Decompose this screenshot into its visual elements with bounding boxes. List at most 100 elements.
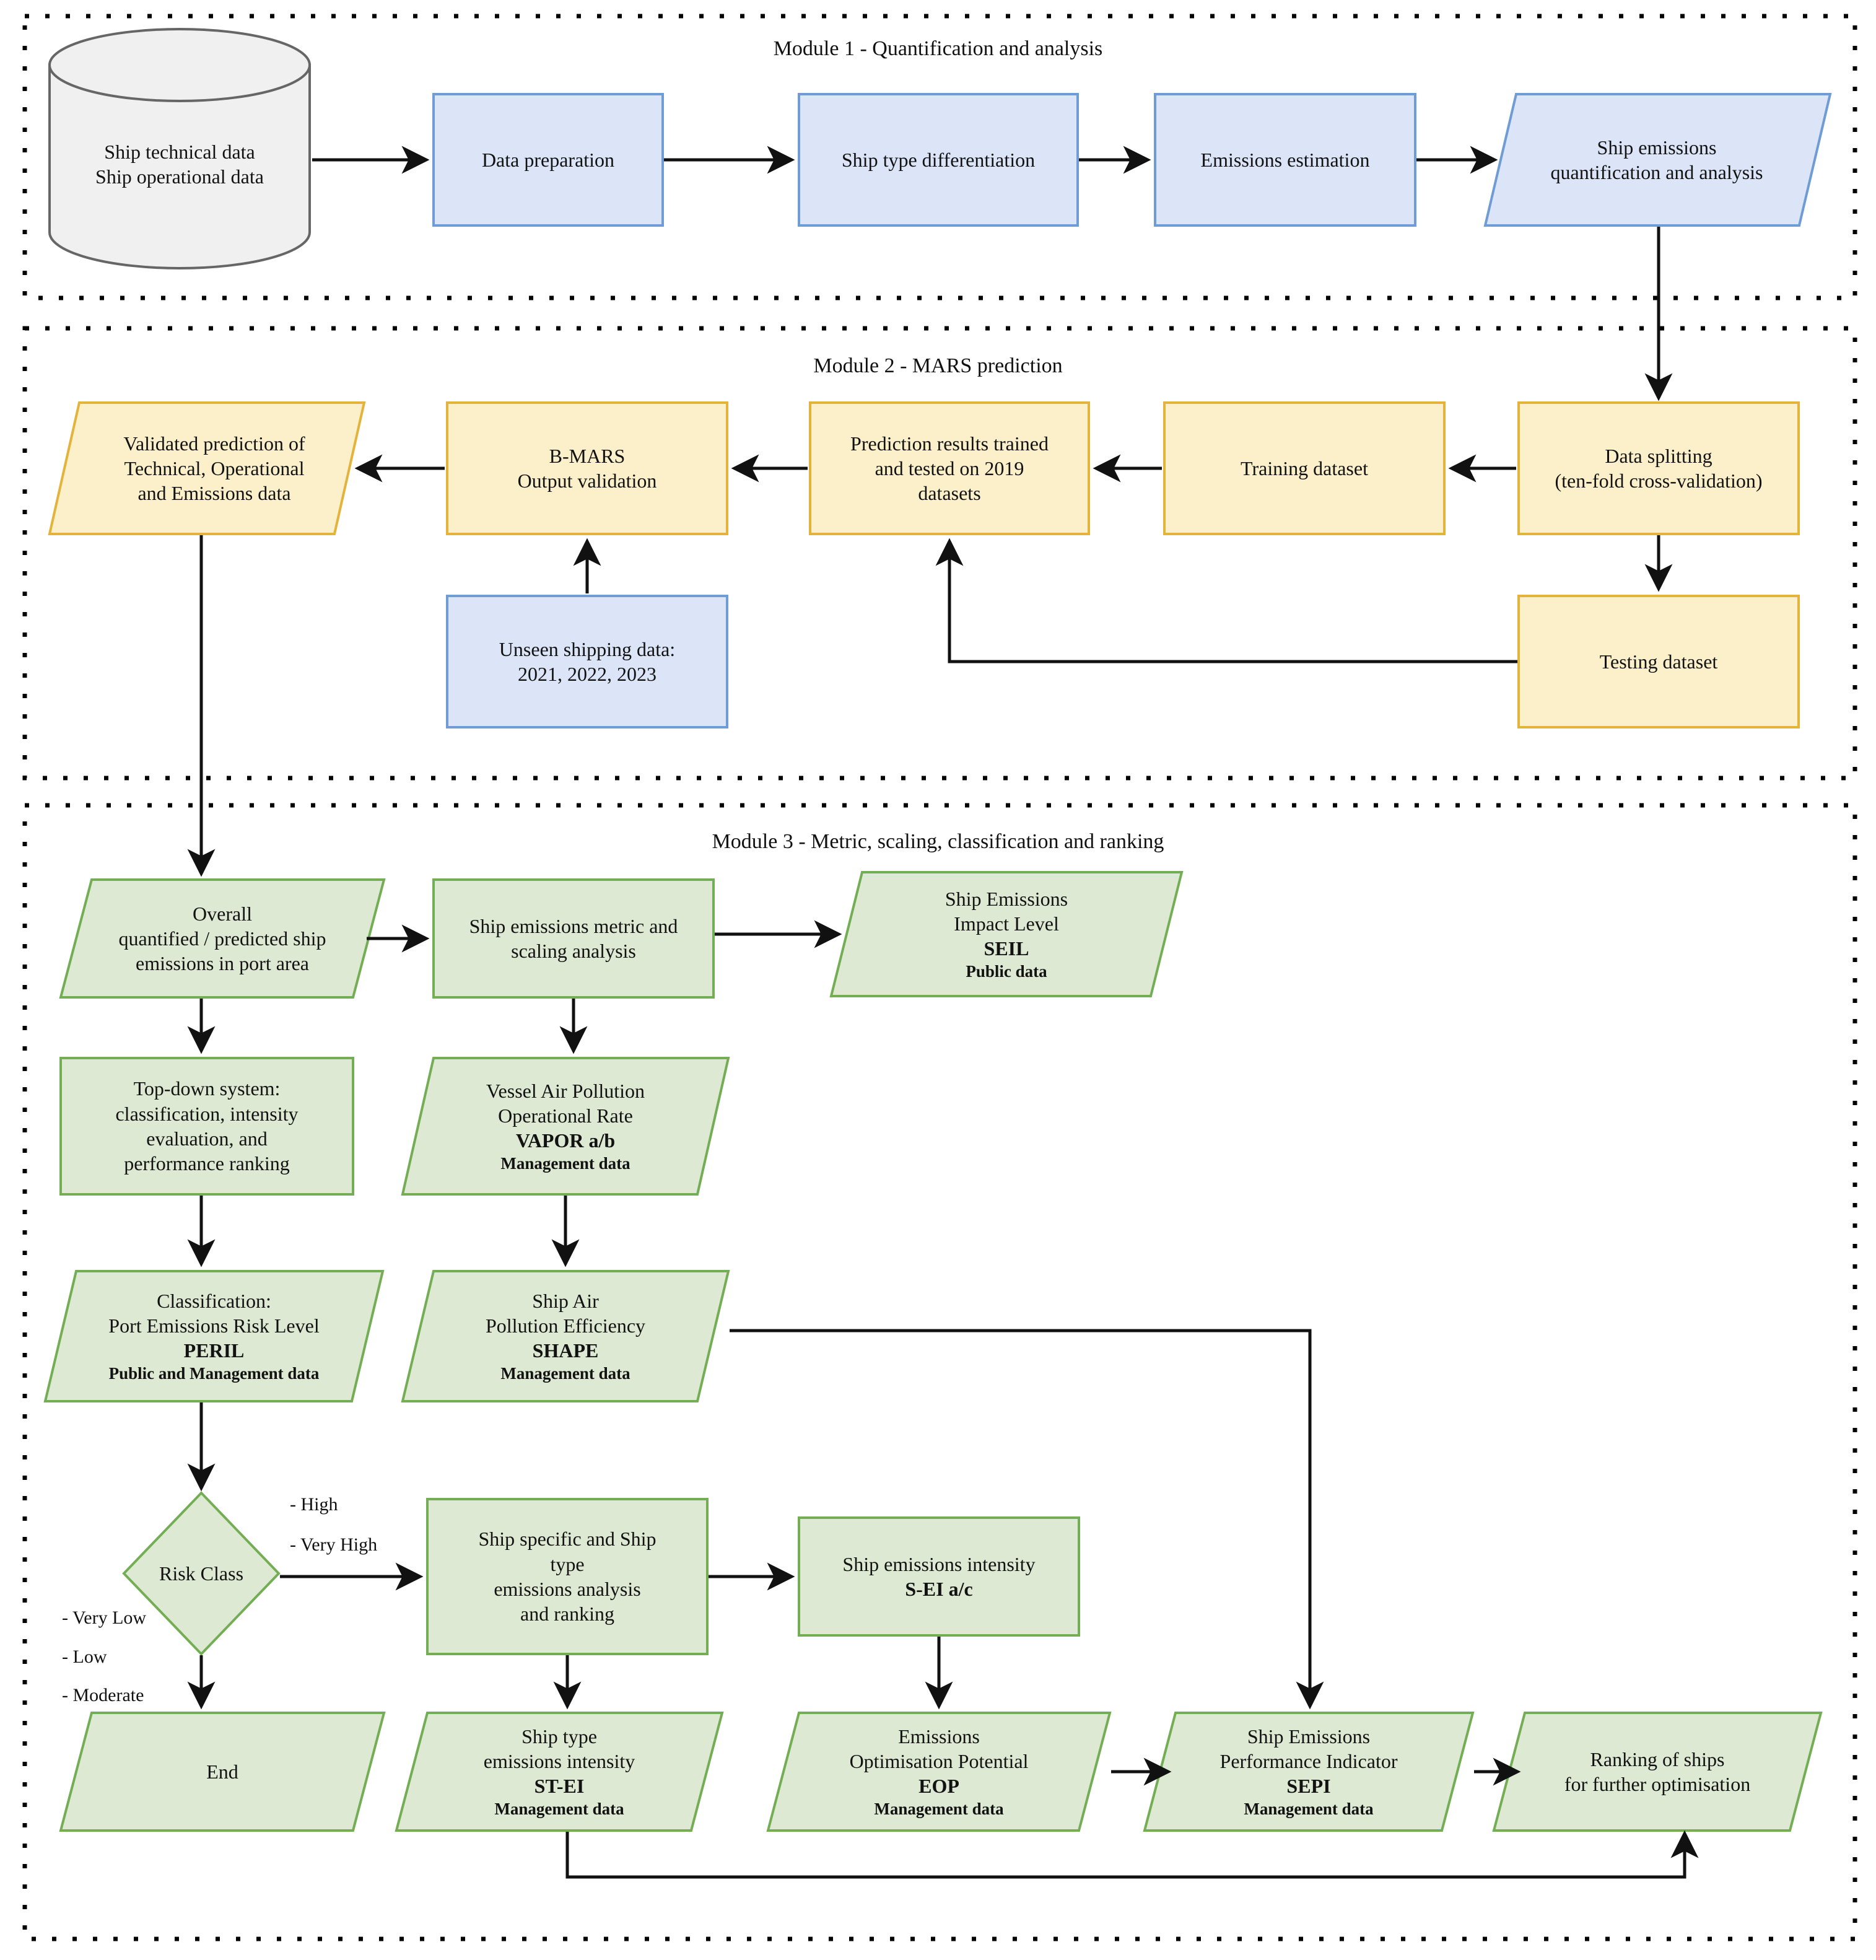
ship-specific-label[interactable]: Ship specific and Ship type emissions an… <box>427 1499 707 1654</box>
risk-class-diamond <box>122 1491 281 1656</box>
eop-line1: Emissions <box>898 1725 980 1748</box>
ship-type-diff-box <box>798 93 1079 227</box>
eop-line2: Optimisation Potential <box>849 1749 1029 1772</box>
edge-testing-to-predres <box>935 538 1517 663</box>
shape-label[interactable]: Ship Air Pollution Efficiency SHAPE Mana… <box>403 1271 728 1401</box>
emissions-estimation-box <box>1154 93 1416 227</box>
bmars-box <box>446 401 728 535</box>
end-label[interactable]: End <box>206 1760 238 1783</box>
ranking-label[interactable]: Ranking of ships for further optimisatio… <box>1494 1713 1821 1831</box>
metric-scaling-box <box>432 878 715 999</box>
data-splitting-box <box>1517 401 1800 535</box>
testing-dataset-label[interactable]: Testing dataset <box>1599 650 1718 673</box>
ss-line3: emissions analysis <box>494 1578 641 1600</box>
stei-line1: Ship type <box>521 1725 597 1748</box>
risk-low-label-1: - Very Low <box>62 1608 147 1628</box>
validated-prediction-label[interactable]: Validated prediction of Technical, Opera… <box>53 403 375 534</box>
ship-emissions-quant-para <box>1483 93 1832 227</box>
module1-title: Module 1 - Quantification and analysis <box>773 37 1103 60</box>
end-para <box>59 1712 386 1832</box>
risk-class-label[interactable]: Risk Class <box>159 1562 244 1585</box>
seil-data: Public data <box>966 962 1047 981</box>
metric-scaling-label[interactable]: Ship emissions metric and scaling analys… <box>434 880 713 997</box>
ss-line4: and ranking <box>520 1603 614 1625</box>
top-down-box <box>59 1057 354 1196</box>
peril-para <box>43 1270 385 1402</box>
emissions-estimation-label[interactable]: Emissions estimation <box>1200 148 1370 171</box>
module1-edges <box>312 146 1673 401</box>
module-frames <box>22 14 1857 1941</box>
top-down-label[interactable]: Top-down system: classification, intensi… <box>61 1058 353 1194</box>
oe-line2: quantified / predicted ship <box>118 927 326 950</box>
seil-line2: Impact Level <box>954 912 1059 935</box>
peril-line2: Port Emissions Risk Level <box>108 1314 320 1337</box>
ud-line1: Unseen shipping data: <box>499 637 676 660</box>
eop-acronym: EOP <box>918 1775 959 1798</box>
risk-low-label-3: - Moderate <box>62 1685 144 1705</box>
vapor-data: Management data <box>500 1154 630 1173</box>
shape-data: Management data <box>500 1364 630 1383</box>
peril-label[interactable]: Classification: Port Emissions Risk Leve… <box>45 1271 383 1401</box>
td-line2: classification, intensity <box>115 1102 299 1125</box>
rk-line1: Ranking of ships <box>1590 1748 1725 1770</box>
unseen-data-box <box>446 595 728 728</box>
sei-label[interactable]: Ship emissions intensity S-EI a/c <box>799 1518 1079 1635</box>
stei-acronym: ST-EI <box>534 1775 585 1798</box>
stei-label[interactable]: Ship type emissions intensity ST-EI Mana… <box>396 1713 722 1831</box>
seq-line2: quantification and analysis <box>1550 161 1763 183</box>
edge-stei-to-ranking <box>565 1830 1699 1879</box>
validated-prediction-para <box>48 401 366 535</box>
prediction-results-label[interactable]: Prediction results trained and tested on… <box>810 403 1089 534</box>
ms-line1: Ship emissions metric and <box>469 914 678 937</box>
db-line2: Ship operational data <box>95 165 264 188</box>
vp-line2: Technical, Operational <box>124 457 305 479</box>
sepi-para <box>1143 1712 1475 1832</box>
sepi-line2: Performance Indicator <box>1219 1749 1398 1772</box>
stei-line2: emissions intensity <box>483 1749 635 1772</box>
shape-para <box>401 1270 730 1402</box>
vapor-para <box>401 1057 730 1196</box>
bmars-label[interactable]: B-MARS Output validation <box>447 403 727 534</box>
seil-acronym: SEIL <box>984 937 1029 960</box>
overall-emissions-para <box>59 878 386 999</box>
ds-line2: (ten-fold cross-validation) <box>1555 470 1763 492</box>
ud-line2: 2021, 2022, 2023 <box>518 663 657 685</box>
module3-edges <box>187 920 1699 1879</box>
td-line3: evaluation, and <box>146 1127 268 1150</box>
ds-line1: Data splitting <box>1605 444 1712 467</box>
overall-emissions-label[interactable]: Overall quantified / predicted ship emis… <box>61 880 384 997</box>
module2-shapes <box>48 401 1800 728</box>
stei-data: Management data <box>494 1800 624 1819</box>
unseen-data-label[interactable]: Unseen shipping data: 2021, 2022, 2023 <box>447 596 727 727</box>
peril-data: Public and Management data <box>108 1364 320 1383</box>
sei-acronym: S-EI a/c <box>905 1578 973 1600</box>
data-preparation-box <box>432 93 664 227</box>
training-dataset-label[interactable]: Training dataset <box>1241 457 1368 479</box>
rk-line2: for further optimisation <box>1564 1773 1751 1795</box>
bmars-line2: Output validation <box>517 470 657 492</box>
data-splitting-label[interactable]: Data splitting (ten-fold cross-validatio… <box>1512 403 1805 534</box>
ship-emissions-quantification-label[interactable]: Ship emissions quantification and analys… <box>1499 94 1815 225</box>
ss-line1: Ship specific and Ship <box>478 1528 657 1551</box>
data-preparation-label[interactable]: Data preparation <box>481 148 615 171</box>
module2-title: Module 2 - MARS prediction <box>813 354 1063 377</box>
eop-label[interactable]: Emissions Optimisation Potential EOP Man… <box>768 1713 1110 1831</box>
vapor-acronym: VAPOR a/b <box>515 1129 616 1152</box>
ss-line2: type <box>550 1552 585 1575</box>
sepi-line1: Ship Emissions <box>1247 1725 1371 1748</box>
seil-label[interactable]: Ship Emissions Impact Level SEIL Public … <box>831 872 1182 996</box>
shape-acronym: SHAPE <box>532 1339 599 1362</box>
vp-line1: Validated prediction of <box>123 432 305 455</box>
oe-line1: Overall <box>193 902 252 925</box>
sei-line1: Ship emissions intensity <box>842 1552 1036 1575</box>
sepi-label[interactable]: Ship Emissions Performance Indicator SEP… <box>1145 1713 1473 1831</box>
ship-type-differentiation-label[interactable]: Ship type differentiation <box>841 148 1036 171</box>
shape-line2: Pollution Efficiency <box>485 1314 646 1337</box>
module1-shapes <box>432 93 1832 227</box>
eop-data: Management data <box>874 1800 1004 1819</box>
ms-line2: scaling analysis <box>511 940 636 962</box>
vapor-label[interactable]: Vessel Air Pollution Operational Rate VA… <box>403 1058 728 1194</box>
ranking-para <box>1492 1712 1823 1832</box>
ship-specific-box <box>426 1498 709 1655</box>
